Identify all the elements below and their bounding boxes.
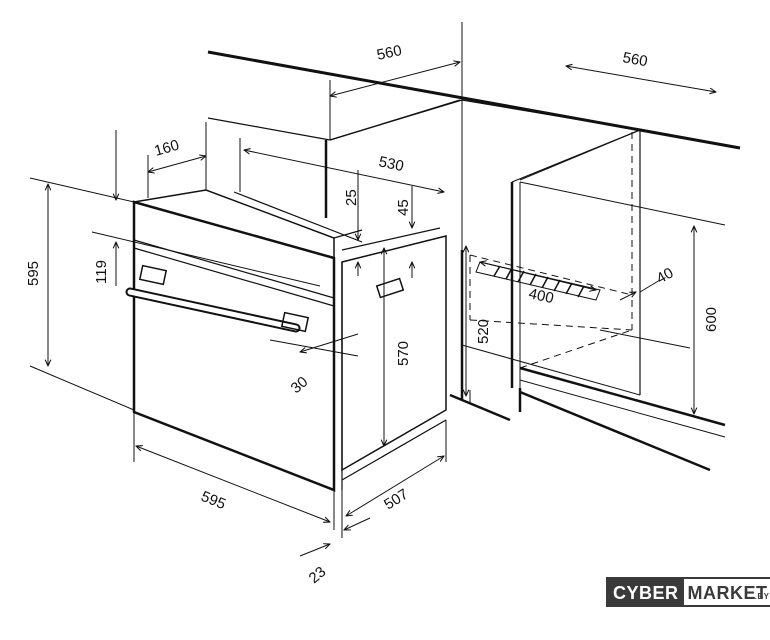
logo-part-cyber: CYBER (608, 579, 684, 605)
hidden-floor-1 (519, 329, 633, 369)
dim-595-bottom: 595 (199, 488, 229, 513)
mounting-bracket (375, 277, 405, 299)
right-wall (511, 129, 641, 395)
dim-25: 25 (343, 189, 360, 206)
dim-400: 400 (527, 285, 555, 307)
cabinet-niche (207, 22, 741, 472)
dim-30: 30 (288, 373, 312, 397)
plinth-left (449, 393, 511, 422)
dim-595-left: 595 (25, 261, 42, 286)
countertop-front-edge-right (461, 99, 641, 131)
niche-mid-edge (519, 129, 641, 181)
logo-market-text: MARKET (687, 583, 768, 603)
dim-40: 40 (654, 264, 677, 287)
control-panel-line-2 (133, 247, 335, 307)
oven-handle-inner (127, 289, 299, 331)
plinth-right-3 (519, 390, 711, 472)
plinth-right-1 (519, 366, 726, 427)
dimension-lines (29, 62, 716, 557)
plinth-right-2 (519, 379, 726, 438)
oven-top (133, 189, 335, 258)
side-top-edge (341, 227, 441, 251)
hidden-floor-2 (469, 319, 633, 331)
oven-top-rear-2 (333, 229, 363, 239)
dim-160: 160 (152, 137, 181, 160)
dim-23: 23 (306, 563, 330, 587)
oven (125, 189, 447, 492)
plinth-mid (461, 344, 641, 396)
cybermarket-logo: CYBER MARKET .BY (606, 577, 770, 607)
niche-top-edge (519, 181, 726, 226)
dim-600: 600 (703, 307, 720, 332)
oven-top-rear (233, 191, 363, 243)
dim-530: 530 (377, 153, 405, 175)
handle-mount-right (280, 311, 310, 333)
logo-suffix: .BY (754, 592, 770, 601)
dim-570: 570 (395, 341, 412, 366)
dim-119: 119 (93, 260, 110, 284)
dim-520: 520 (475, 319, 492, 344)
niche-shelf-line (599, 329, 691, 349)
dim-45: 45 (395, 199, 412, 216)
handle-mount-left (138, 264, 168, 286)
left-wall-top (329, 99, 461, 141)
countertop-back-edge (207, 50, 741, 150)
side-bottom-edge (341, 419, 447, 481)
dim-560-top-left: 560 (375, 42, 403, 64)
logo-part-market: MARKET .BY (683, 579, 770, 605)
dim-560-top-right: 560 (621, 49, 649, 70)
dimension-labels: 560 560 160 530 25 45 595 119 570 520 60… (25, 42, 720, 587)
oven-body-side (341, 235, 447, 472)
dim-507: 507 (381, 486, 411, 514)
countertop-front-edge (207, 117, 331, 141)
